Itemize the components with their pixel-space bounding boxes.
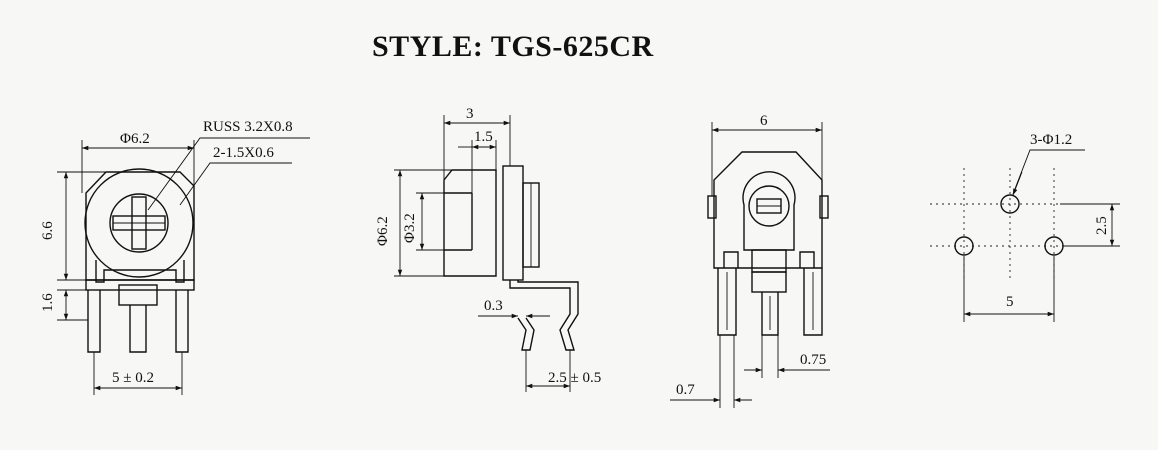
front-view: Φ6.2 RUSS 3.2X0.8 2-1.5X0.6 6.6 1.6 5 ± … — [40, 119, 310, 395]
back-pin-width-label: 0.75 — [800, 352, 826, 368]
side-width-label: 3 — [466, 106, 474, 122]
side-inner-label: 1.5 — [474, 129, 493, 145]
drawing-title: STYLE: TGS-625CR — [372, 30, 654, 63]
side-terminal — [509, 280, 579, 351]
back-pin-right — [803, 268, 823, 336]
back-width-label: 6 — [760, 113, 768, 129]
front-thread-label: RUSS 3.2X0.8 — [203, 119, 293, 135]
side-inner-dia-label: Φ3.2 — [402, 213, 418, 243]
front-pin-center — [129, 305, 147, 353]
side-pitch-label: 2.5 ± 0.5 — [548, 370, 601, 386]
front-pin-span-label: 5 ± 0.2 — [112, 370, 154, 386]
pcb-holes-label: 3-Φ1.2 — [1030, 132, 1072, 148]
back-pin-gap-label: 0.7 — [676, 382, 695, 398]
front-pin-right — [175, 290, 189, 353]
pcb-layout: 3-Φ1.2 2.5 5 — [930, 132, 1120, 322]
front-rotor-inner — [109, 193, 169, 253]
side-rotor — [443, 169, 497, 277]
side-view: 3 1.5 Φ6.2 Φ3.2 0.3 2.5 ± 0.5 — [375, 106, 601, 392]
front-rotor-outer — [84, 168, 194, 278]
pcb-hole-right — [1044, 236, 1064, 256]
side-housing — [502, 165, 524, 281]
side-outer-dia-label: Φ6.2 — [375, 216, 391, 246]
front-housing — [85, 171, 195, 281]
front-slot-label: 2-1.5X0.6 — [213, 145, 274, 161]
back-view: 6 0.7 0.75 — [670, 113, 830, 408]
pcb-hole-left — [954, 236, 974, 256]
back-housing — [713, 151, 823, 269]
back-pin-left — [717, 268, 737, 336]
back-rotor — [748, 185, 790, 227]
side-thickness-label: 0.3 — [484, 298, 503, 314]
front-pin-left — [87, 290, 101, 353]
pcb-hole-top — [1000, 194, 1020, 214]
pcb-vertical-label: 2.5 — [1094, 216, 1110, 235]
front-pin-height-label: 1.6 — [40, 293, 56, 312]
pcb-horizontal-label: 5 — [1006, 294, 1014, 310]
back-pin-center — [761, 292, 779, 336]
front-height-label: 6.6 — [40, 221, 56, 240]
front-diameter-label: Φ6.2 — [120, 131, 150, 147]
